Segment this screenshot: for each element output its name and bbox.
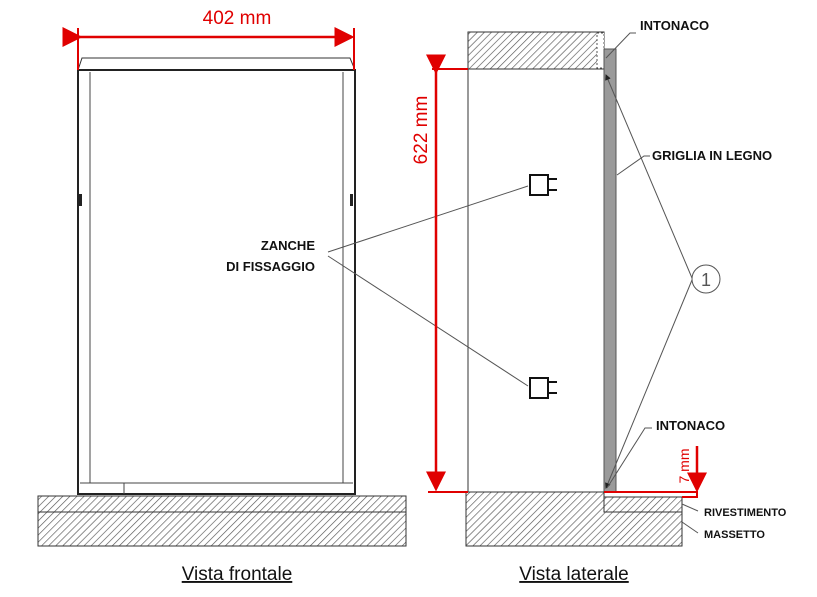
label-massetto: MASSETTO xyxy=(704,529,765,541)
marker-1 xyxy=(691,264,721,294)
anchor-top-icon xyxy=(529,174,557,196)
marker-1-label: 1 xyxy=(701,270,711,290)
front-door-frame xyxy=(77,69,356,495)
side-floor xyxy=(465,491,683,547)
anchor-bottom-icon xyxy=(529,377,557,399)
wooden-grille xyxy=(603,48,617,493)
height-dimension-label: 622 mm xyxy=(411,96,432,165)
front-floor-slab xyxy=(37,495,407,547)
front-top-cap xyxy=(77,57,356,71)
side-door-body xyxy=(467,68,605,493)
front-view: 402 mm Vista frontale xyxy=(37,8,407,585)
anchors-label-line1: ZANCHE xyxy=(261,238,315,253)
front-view-caption: Vista frontale xyxy=(182,564,293,585)
anchors-label-line2: DI FISSAGGIO xyxy=(226,259,315,274)
label-intonaco-bottom: INTONACO xyxy=(656,418,725,433)
offset-dimension-label: 7 mm xyxy=(676,449,692,484)
width-dimension-label: 402 mm xyxy=(203,8,272,29)
wall-top-block xyxy=(467,31,605,70)
side-view: 1 622 mm 7 mm INTONACO GRIGLIA IN LEGNO … xyxy=(327,18,787,585)
side-view-caption: Vista laterale xyxy=(519,564,629,585)
label-rivestimento: RIVESTIMENTO xyxy=(704,507,787,519)
label-intonaco-top: INTONACO xyxy=(640,18,709,33)
label-griglia: GRIGLIA IN LEGNO xyxy=(652,148,772,163)
